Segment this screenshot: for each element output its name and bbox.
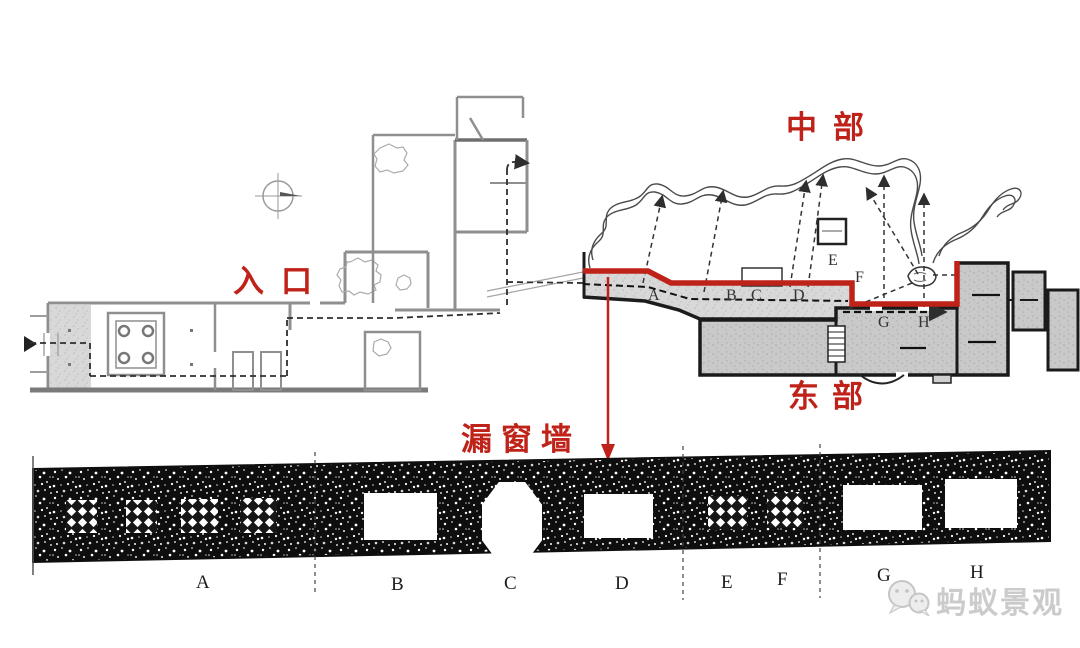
elevation-window-A3 xyxy=(181,499,218,533)
watermark: 蚂蚁景观 xyxy=(886,578,1064,622)
stream xyxy=(588,158,1022,269)
elev-letter-H: H xyxy=(970,562,984,583)
highlight-route xyxy=(583,261,960,307)
elevation-window-F xyxy=(767,492,803,528)
elevation-window-G xyxy=(843,485,922,530)
elevation-window-B xyxy=(364,493,437,540)
sight-line-arrows xyxy=(642,173,955,311)
label-middle-section: 中部 xyxy=(786,110,880,145)
elevation-window-H xyxy=(945,479,1017,528)
entrance-arrow-icon xyxy=(24,336,37,352)
watermark-text: 蚂蚁景观 xyxy=(936,587,1064,620)
label-east-section: 东部 xyxy=(788,379,876,414)
elev-letter-F: F xyxy=(777,569,788,590)
elev-letter-E: E xyxy=(721,572,733,593)
plan-letter-F: F xyxy=(855,269,864,286)
plan-approach-court xyxy=(336,250,430,308)
plan-letter-G: G xyxy=(878,314,890,331)
elev-letter-D: D xyxy=(615,573,629,594)
plan-west-entrance xyxy=(30,301,428,393)
wechat-logo-icon xyxy=(888,580,930,617)
elevation-wall xyxy=(32,444,1051,600)
elevation-window-A4 xyxy=(240,498,277,533)
plan-zigzag-corridor xyxy=(363,95,584,392)
elev-letter-C: C xyxy=(504,573,517,594)
elevation-window-A1 xyxy=(66,500,97,533)
elevation-windows xyxy=(66,479,1017,563)
plan-letter-D: D xyxy=(793,287,805,304)
elev-letter-B: B xyxy=(391,574,404,595)
visitor-path-dashed xyxy=(30,154,584,377)
label-lattice-wall: 漏窗墙 xyxy=(461,422,581,457)
plan-letter-H: H xyxy=(918,314,930,331)
plan-letter-C: C xyxy=(751,287,762,304)
plan-letter-A: A xyxy=(648,287,660,304)
north-indicator-icon xyxy=(255,173,302,219)
wall-pointer-arrow xyxy=(601,277,615,461)
elev-letter-G: G xyxy=(877,565,891,586)
elev-letter-A: A xyxy=(196,572,210,593)
plan-letter-E: E xyxy=(828,252,838,269)
label-entrance: 入口 xyxy=(233,264,329,299)
elevation-window-A2 xyxy=(126,500,157,533)
elevation-window-E xyxy=(708,496,747,530)
plan-east-complex xyxy=(698,261,1080,385)
plan-letter-B: B xyxy=(726,287,737,304)
elevation-window-C xyxy=(482,482,542,563)
elevation-window-D xyxy=(584,494,653,538)
stream-pavilion xyxy=(816,217,937,287)
bay-separators xyxy=(314,444,821,600)
